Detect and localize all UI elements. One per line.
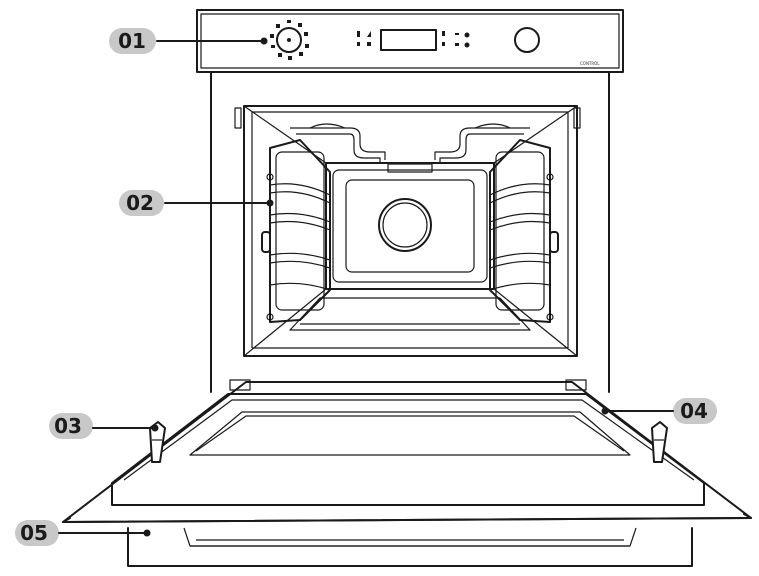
digital-display [380,29,437,51]
touch-controls-left [357,31,371,46]
storage-drawer [127,527,693,567]
callout-04: 04 [601,398,717,424]
callout-05: 05 [15,520,151,546]
callout-03-label: 03 [54,414,82,438]
callout-02: 02 [119,190,274,216]
convection-fan [378,198,432,252]
door-hinge-right [651,421,668,463]
callout-03: 03 [49,413,159,439]
callout-04-label: 04 [680,399,708,423]
top-heating-element [290,123,530,173]
right-side-rack [489,139,559,323]
touch-controls-right [442,31,470,48]
door-hinge-left [149,421,166,463]
callout-01-label: 01 [118,29,146,53]
callout-05-label: 05 [20,521,48,545]
oven-door [62,379,752,523]
callout-02-label: 02 [126,191,154,215]
left-side-rack [261,139,331,323]
oven-body [210,71,610,393]
temperature-knob [514,27,540,53]
function-selector-knob [270,20,309,60]
callout-01: 01 [109,28,268,54]
control-panel: CONTROL [196,9,624,73]
brand-label: CONTROL [580,61,600,66]
